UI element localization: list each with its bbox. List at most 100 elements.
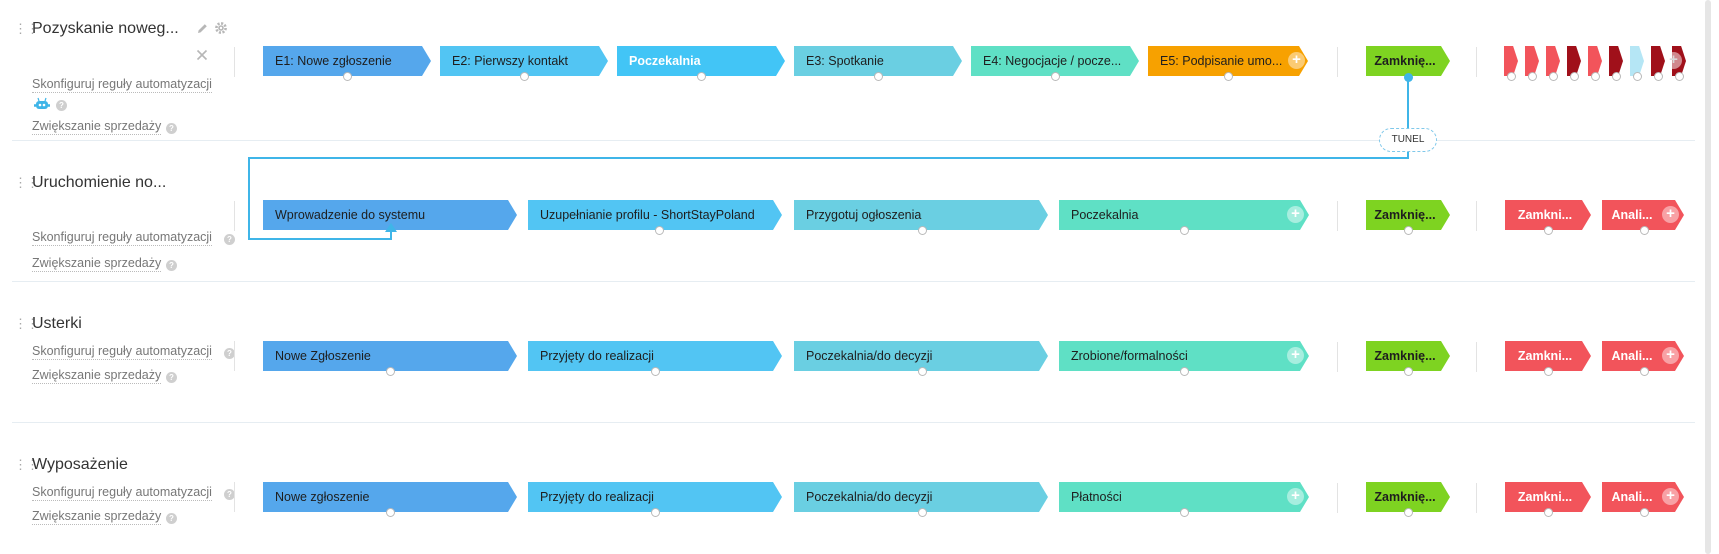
stage-e5[interactable]: E5: Podpisanie umo... bbox=[1148, 46, 1308, 76]
stage-connector[interactable] bbox=[1180, 367, 1189, 376]
help-icon[interactable]: ? bbox=[166, 513, 177, 524]
lost-stage-flag[interactable] bbox=[1651, 46, 1665, 76]
sales-link[interactable]: Zwiększanie sprzedaży bbox=[32, 119, 162, 135]
stage-connector[interactable] bbox=[1180, 508, 1189, 517]
stage-nowe-zgloszenie[interactable]: Nowe Zgłoszenie bbox=[263, 341, 517, 371]
stage-e2[interactable]: E2: Pierwszy kontakt bbox=[440, 46, 608, 76]
stage-connector[interactable] bbox=[386, 367, 395, 376]
stage-nowe-zgloszenie[interactable]: Nowe zgłoszenie bbox=[263, 482, 517, 512]
stage-connector[interactable] bbox=[874, 72, 883, 81]
lost-stage-flag[interactable] bbox=[1588, 46, 1602, 76]
stage-connector[interactable] bbox=[1640, 508, 1649, 517]
stage-won[interactable]: Zamknię... bbox=[1366, 482, 1450, 512]
stage-poczekalnia[interactable]: Poczekalnia bbox=[1059, 200, 1309, 230]
lost-stage-flag[interactable] bbox=[1567, 46, 1581, 76]
plus-icon[interactable]: + bbox=[1287, 488, 1304, 505]
plus-icon[interactable]: + bbox=[1287, 206, 1304, 223]
stage-connector[interactable] bbox=[1404, 508, 1413, 517]
stage-connector[interactable] bbox=[1404, 367, 1413, 376]
plus-icon[interactable]: + bbox=[1662, 206, 1679, 223]
help-icon[interactable]: ? bbox=[166, 123, 177, 134]
lost-stage-flag[interactable] bbox=[1525, 46, 1539, 76]
tunnel-start-node[interactable] bbox=[1404, 73, 1413, 82]
stage-connector[interactable] bbox=[1051, 72, 1060, 81]
help-icon[interactable]: ? bbox=[224, 234, 235, 245]
drag-handle-icon[interactable]: ⋮⋮ bbox=[14, 175, 39, 190]
stage-przygotuj[interactable]: Przygotuj ogłoszenia bbox=[794, 200, 1048, 230]
automation-rules-link[interactable]: Skonfiguruj reguły automatyzacji bbox=[32, 344, 212, 360]
stage-poczekalnia[interactable]: Poczekalnia bbox=[617, 46, 785, 76]
pipeline-name[interactable]: Usterki bbox=[32, 315, 82, 332]
plus-icon[interactable]: + bbox=[1662, 488, 1679, 505]
stage-connector[interactable] bbox=[918, 226, 927, 235]
stage-wprowadzenie[interactable]: Wprowadzenie do systemu bbox=[263, 200, 517, 230]
stage-poczekalnia-decyzji[interactable]: Poczekalnia/do decyzji bbox=[794, 341, 1048, 371]
tunnel-badge[interactable]: TUNEL bbox=[1379, 128, 1437, 152]
drag-handle-icon[interactable]: ⋮⋮ bbox=[14, 21, 39, 36]
stage-connector[interactable] bbox=[1544, 226, 1553, 235]
stage-e4[interactable]: E4: Negocjacje / pocze... bbox=[971, 46, 1139, 76]
stage-uzupelnianie[interactable]: Uzupełnianie profilu - ShortStayPoland bbox=[528, 200, 782, 230]
drag-handle-icon[interactable]: ⋮⋮ bbox=[14, 457, 39, 472]
pencil-icon[interactable] bbox=[196, 22, 209, 35]
help-icon[interactable]: ? bbox=[224, 348, 235, 359]
stage-connector[interactable] bbox=[1544, 508, 1553, 517]
stage-won[interactable]: Zamknię... bbox=[1366, 341, 1450, 371]
stage-lost-zamkniete[interactable]: Zamkni... bbox=[1505, 482, 1591, 512]
stage-platnosci[interactable]: Płatności bbox=[1059, 482, 1309, 512]
stage-won[interactable]: Zamknię... bbox=[1366, 46, 1450, 76]
stage-connector[interactable] bbox=[1528, 72, 1537, 81]
stage-connector[interactable] bbox=[1507, 72, 1516, 81]
stage-won[interactable]: Zamknię... bbox=[1366, 200, 1450, 230]
plus-icon[interactable]: + bbox=[1662, 347, 1679, 364]
stage-lost-analiza[interactable]: Anali... bbox=[1602, 482, 1684, 512]
pipeline-name[interactable]: Wyposażenie bbox=[32, 456, 128, 473]
lost-stage-flag[interactable] bbox=[1630, 46, 1644, 76]
plus-icon[interactable]: + bbox=[1665, 52, 1682, 69]
help-icon[interactable]: ? bbox=[224, 489, 235, 500]
scrollbar[interactable] bbox=[1705, 0, 1711, 554]
help-icon[interactable]: ? bbox=[56, 100, 67, 111]
stage-connector[interactable] bbox=[1612, 72, 1621, 81]
stage-lost-zamkniete[interactable]: Zamkni... bbox=[1505, 200, 1591, 230]
plus-icon[interactable]: + bbox=[1287, 347, 1304, 364]
sales-link[interactable]: Zwiększanie sprzedaży bbox=[32, 256, 162, 272]
help-icon[interactable]: ? bbox=[166, 260, 177, 271]
stage-connector[interactable] bbox=[1591, 72, 1600, 81]
stage-connector[interactable] bbox=[1570, 72, 1579, 81]
stage-connector[interactable] bbox=[520, 72, 529, 81]
stage-connector[interactable] bbox=[1224, 72, 1233, 81]
close-icon[interactable] bbox=[196, 49, 208, 61]
stage-przyjety[interactable]: Przyjęty do realizacji bbox=[528, 482, 782, 512]
stage-connector[interactable] bbox=[918, 367, 927, 376]
stage-connector[interactable] bbox=[918, 508, 927, 517]
stage-connector[interactable] bbox=[1640, 367, 1649, 376]
stage-lost-analiza[interactable]: Anali... bbox=[1602, 341, 1684, 371]
stage-connector[interactable] bbox=[655, 226, 664, 235]
lost-stage-flag[interactable] bbox=[1546, 46, 1560, 76]
sales-link[interactable]: Zwiększanie sprzedaży bbox=[32, 368, 162, 384]
stage-connector[interactable] bbox=[651, 367, 660, 376]
stage-connector[interactable] bbox=[386, 508, 395, 517]
stage-connector[interactable] bbox=[697, 72, 706, 81]
stage-lost-zamkniete[interactable]: Zamkni... bbox=[1505, 341, 1591, 371]
plus-icon[interactable]: + bbox=[1288, 52, 1305, 69]
stage-zrobione[interactable]: Zrobione/formalności bbox=[1059, 341, 1309, 371]
automation-rules-link[interactable]: Skonfiguruj reguły automatyzacji bbox=[32, 230, 212, 246]
stage-connector[interactable] bbox=[1640, 226, 1649, 235]
stage-connector[interactable] bbox=[1404, 226, 1413, 235]
automation-rules-link[interactable]: Skonfiguruj reguły automatyzacji bbox=[32, 77, 212, 93]
stage-lost-analiza[interactable]: Anali... bbox=[1602, 200, 1684, 230]
sales-link[interactable]: Zwiększanie sprzedaży bbox=[32, 509, 162, 525]
stage-e3[interactable]: E3: Spotkanie bbox=[794, 46, 962, 76]
stage-connector[interactable] bbox=[1675, 72, 1684, 81]
stage-e1[interactable]: E1: Nowe zgłoszenie bbox=[263, 46, 431, 76]
stage-connector[interactable] bbox=[1633, 72, 1642, 81]
stage-connector[interactable] bbox=[1549, 72, 1558, 81]
stage-connector[interactable] bbox=[1180, 226, 1189, 235]
stage-przyjety[interactable]: Przyjęty do realizacji bbox=[528, 341, 782, 371]
stage-connector[interactable] bbox=[651, 508, 660, 517]
stage-connector[interactable] bbox=[1544, 367, 1553, 376]
stage-connector[interactable] bbox=[1654, 72, 1663, 81]
pipeline-name[interactable]: Pozyskanie noweg... bbox=[32, 20, 179, 37]
